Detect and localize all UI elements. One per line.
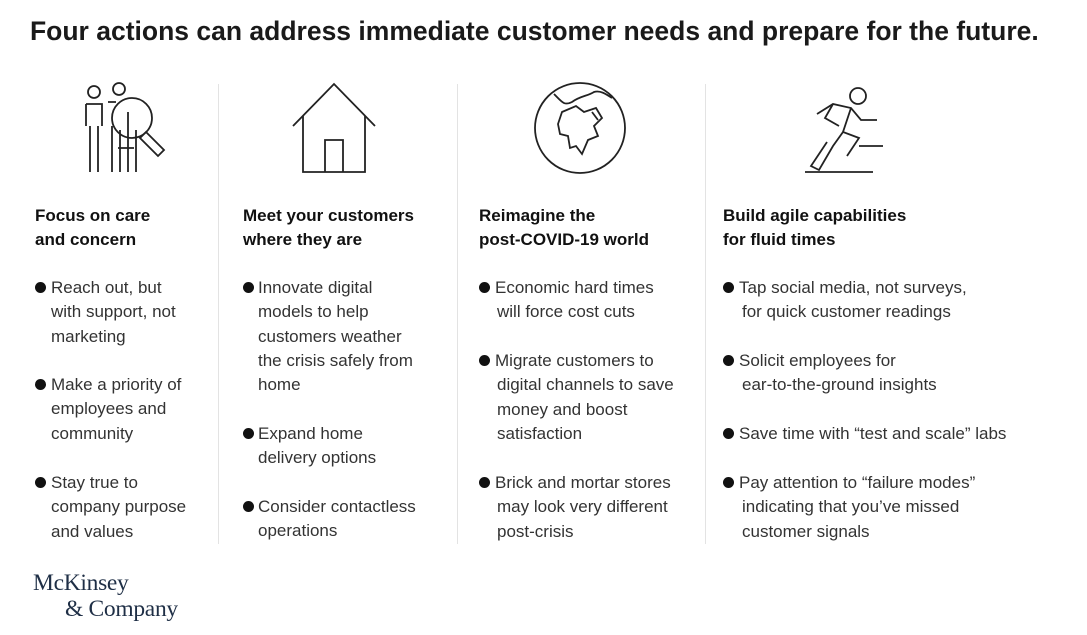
people-search-icon: [78, 82, 178, 174]
runner-icon: [803, 86, 889, 176]
bullet-dot: [35, 282, 46, 293]
column-care: Focus on care and concern Reach out, but…: [35, 82, 215, 544]
column-customers: Meet your customers where they are Innov…: [243, 82, 453, 544]
bullet-dot: [479, 477, 490, 488]
column-divider: [218, 84, 219, 544]
column-agile: Build agile capabilities for fluid times…: [723, 82, 1063, 544]
house-icon: [291, 82, 381, 174]
mckinsey-logo: McKinsey & Company: [33, 570, 178, 622]
column-reimagine: Reimagine the post-COVID-19 world Econom…: [479, 82, 701, 544]
bullet-dot: [723, 428, 734, 439]
bullet-dot: [723, 355, 734, 366]
globe-icon: [532, 82, 628, 176]
bullet-dot: [479, 282, 490, 293]
bullet-dot: [35, 477, 46, 488]
column-heading: Build agile capabilities for fluid times: [723, 206, 907, 249]
bullet-dot: [479, 355, 490, 366]
column-divider: [705, 84, 706, 544]
bullet-dot: [35, 379, 46, 390]
column-divider: [457, 84, 458, 544]
bullet-dot: [243, 428, 254, 439]
bullet-dot: [243, 282, 254, 293]
bullet-dot: [243, 501, 254, 512]
bullet-dot: [723, 282, 734, 293]
column-heading: Focus on care and concern: [35, 206, 151, 249]
bullet-dot: [723, 477, 734, 488]
column-heading: Reimagine the post-COVID-19 world: [479, 206, 650, 249]
page-title: Four actions can address immediate custo…: [30, 16, 1039, 46]
column-heading: Meet your customers where they are: [243, 206, 414, 249]
